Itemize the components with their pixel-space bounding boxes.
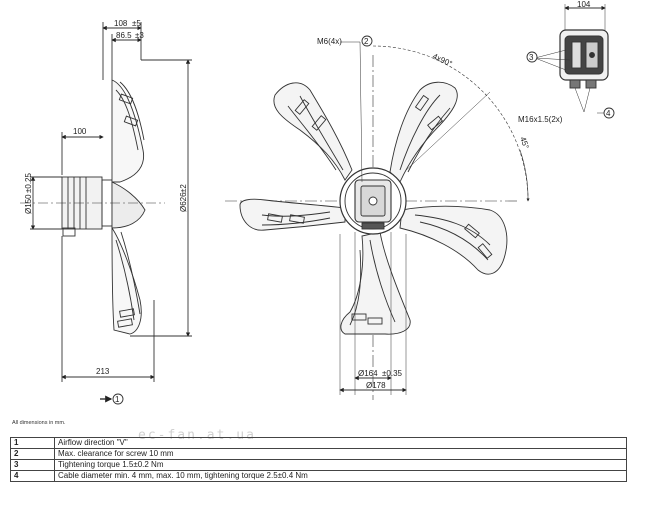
dim-side-213: 213	[96, 367, 110, 376]
callout-1: 1	[115, 395, 120, 404]
callout-4: 4	[606, 109, 611, 118]
legend-text: Airflow direction "V"	[54, 437, 627, 449]
dim-fan-dia626: Ø626	[179, 192, 188, 212]
legend-row: 1 Airflow direction "V"	[10, 437, 627, 449]
legend-text: Max. clearance for screw 10 mm	[54, 448, 627, 460]
units-note: All dimensions in mm.	[12, 420, 66, 426]
dim-box-thread: M16x1.5(2x)	[518, 115, 563, 124]
legend-table: 1 Airflow direction "V" 2 Max. clearance…	[10, 437, 627, 482]
dim-side-86: 86.5	[116, 31, 132, 40]
dim-front-dia164: Ø164	[358, 369, 378, 378]
legend-row: 4 Cable diameter min. 4 mm, max. 10 mm, …	[10, 470, 627, 482]
dim-side-dia150-tol: ±0.25	[24, 172, 33, 193]
dim-front-dia178: Ø178	[366, 381, 386, 390]
legend-num: 3	[10, 459, 55, 471]
terminal-box-view	[526, 4, 615, 119]
technical-drawing: 108 ±5 86.5 ±3 100 Ø150 ±0.25 Ø626 ±2 21…	[20, 0, 615, 405]
dim-side-108: 108	[114, 19, 128, 28]
callout-3: 3	[529, 53, 534, 62]
dim-front-angle: 4x90°	[431, 52, 453, 69]
legend-num: 4	[10, 470, 55, 482]
legend-text: Tightening torque 1.5±0.2 Nm	[54, 459, 627, 471]
legend-row: 2 Max. clearance for screw 10 mm	[10, 448, 627, 460]
dim-front-dia164-tol: ±0.35	[382, 369, 403, 378]
legend-text: Cable diameter min. 4 mm, max. 10 mm, ti…	[54, 470, 627, 482]
dim-side-86-tol: ±3	[135, 31, 144, 40]
callout-2: 2	[364, 37, 369, 46]
legend-num: 1	[10, 437, 55, 449]
front-view	[225, 35, 530, 400]
dim-side-dia150: Ø150	[24, 194, 33, 214]
dim-side-108-tol: ±5	[132, 19, 141, 28]
dim-front-thread: M6(4x)	[317, 37, 342, 46]
legend-row: 3 Tightening torque 1.5±0.2 Nm	[10, 459, 627, 471]
terminal-box-labels: 104 3 M16x1.5(2x) 4	[518, 0, 611, 124]
dim-fan-dia626-tol: ±2	[179, 184, 188, 193]
dim-front-angle2: 45°	[518, 136, 531, 150]
dim-side-100: 100	[73, 127, 87, 136]
dim-box-104: 104	[577, 0, 591, 9]
legend-num: 2	[10, 448, 55, 460]
side-view	[20, 22, 192, 405]
side-view-labels: 108 ±5 86.5 ±3 100 Ø150 ±0.25 Ø626 ±2 21…	[24, 19, 188, 404]
